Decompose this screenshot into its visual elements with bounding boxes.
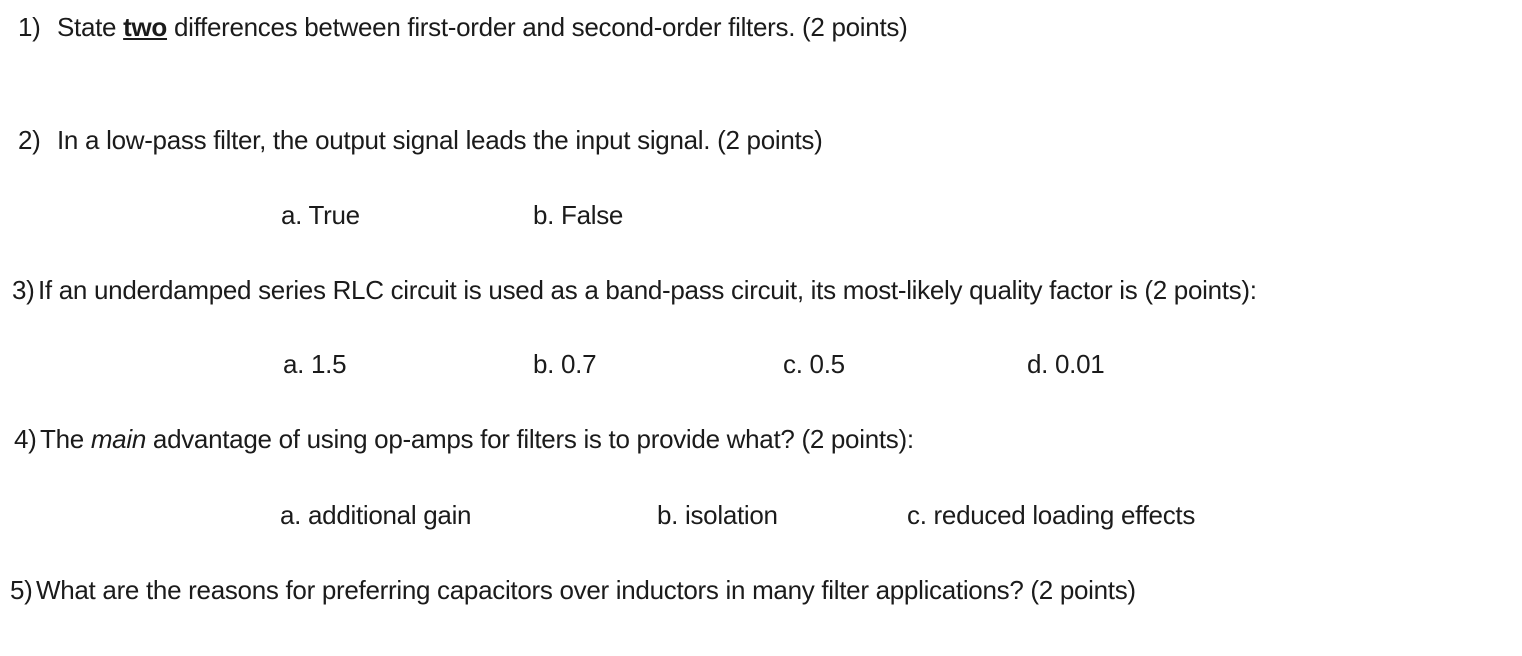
question-1: 1) State two differences between first-or… — [18, 11, 908, 43]
question-3-option-a: a. 1.5 — [283, 349, 347, 379]
question-4-options: a. additional gain b. isolation c. reduc… — [0, 499, 1522, 531]
question-1-text-after: differences between first-order and seco… — [167, 12, 908, 42]
question-4-option-a: a. additional gain — [280, 500, 472, 530]
question-4-text-emphasis: main — [90, 424, 146, 454]
question-4-option-c: c. reduced loading effects — [907, 500, 1196, 530]
question-4-number: 4) — [14, 424, 37, 454]
question-4-option-b: b. isolation — [657, 500, 778, 530]
question-3-text: If an underdamped series RLC circuit is … — [38, 275, 1257, 305]
question-5-text: What are the reasons for preferring capa… — [36, 575, 1136, 605]
question-3-options: a. 1.5 b. 0.7 c. 0.5 d. 0.01 — [0, 348, 1522, 380]
question-4-text-after: advantage of using op-amps for filters i… — [145, 424, 914, 454]
question-2-options: a. True b. False — [0, 199, 1522, 231]
question-3-option-b: b. 0.7 — [533, 349, 597, 379]
question-1-text-before: State — [57, 12, 124, 42]
question-4-text-before: The — [40, 424, 91, 454]
question-1-number: 1) — [18, 12, 41, 42]
question-1-text-emphasis: two — [123, 12, 168, 42]
question-2-option-a: a. True — [281, 200, 360, 230]
question-3-option-c: c. 0.5 — [783, 349, 845, 379]
question-2-text: In a low-pass filter, the output signal … — [57, 125, 823, 155]
question-3-number: 3) — [12, 275, 35, 305]
question-2-number: 2) — [18, 125, 41, 155]
question-5-number: 5) — [10, 575, 33, 605]
question-5: 5)What are the reasons for preferring ca… — [10, 574, 1136, 606]
question-4: 4)The main advantage of using op-amps fo… — [14, 423, 914, 455]
question-2-option-b: b. False — [533, 200, 624, 230]
question-3-option-d: d. 0.01 — [1027, 349, 1105, 379]
question-2: 2) In a low-pass filter, the output signa… — [18, 124, 823, 156]
question-3: 3)If an underdamped series RLC circuit i… — [12, 274, 1257, 306]
